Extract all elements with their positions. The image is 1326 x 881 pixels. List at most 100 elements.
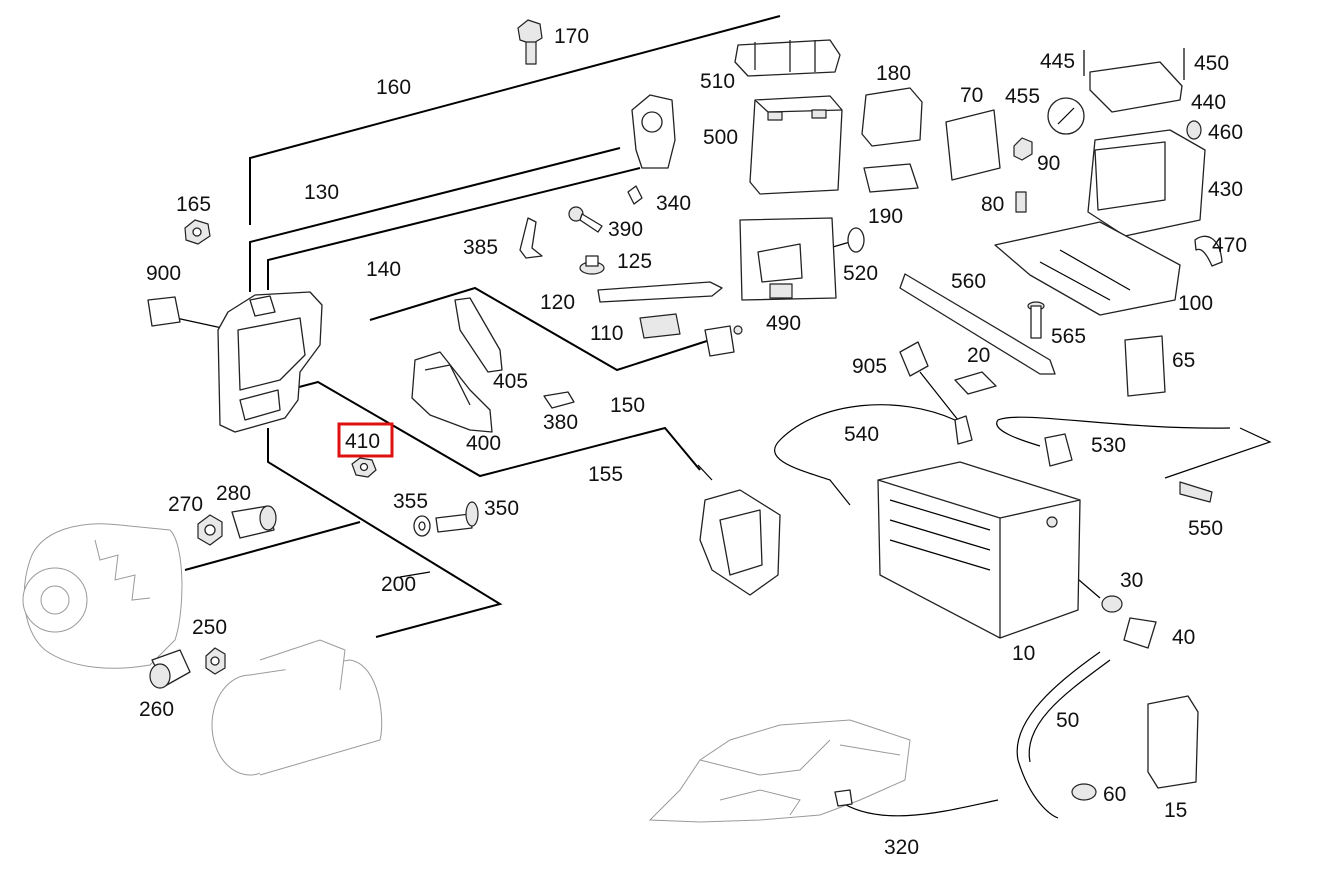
module-board <box>697 464 781 596</box>
callout-65[interactable]: 65 <box>1172 349 1195 372</box>
callout-280[interactable]: 280 <box>216 482 251 505</box>
callout-165[interactable]: 165 <box>176 193 211 216</box>
nut-165 <box>184 219 211 245</box>
leader-lines <box>175 15 1272 638</box>
callout-350[interactable]: 350 <box>484 497 519 520</box>
callout-40[interactable]: 40 <box>1172 626 1195 649</box>
callout-550[interactable]: 550 <box>1188 517 1223 540</box>
sensor-bracket <box>631 94 676 169</box>
label-905 <box>899 341 929 377</box>
stud-350 <box>435 501 479 533</box>
callout-60[interactable]: 60 <box>1103 783 1126 806</box>
callout-260[interactable]: 260 <box>139 698 174 721</box>
callout-190[interactable]: 190 <box>868 205 903 228</box>
callout-450[interactable]: 450 <box>1194 52 1229 75</box>
callout-140[interactable]: 140 <box>366 258 401 281</box>
grommet-60 <box>1071 783 1097 801</box>
callout-455[interactable]: 455 <box>1005 85 1040 108</box>
battery-500 <box>749 95 843 195</box>
callout-490[interactable]: 490 <box>766 312 801 335</box>
cap-460 <box>1186 120 1202 140</box>
clip-380 <box>543 391 575 409</box>
callout-470[interactable]: 470 <box>1212 234 1247 257</box>
bolt-550 <box>1179 481 1213 503</box>
callout-125[interactable]: 125 <box>617 250 652 273</box>
callout-170[interactable]: 170 <box>554 25 589 48</box>
rail-560 <box>899 273 1056 375</box>
callout-400[interactable]: 400 <box>466 432 501 455</box>
alternator-outline <box>22 523 183 669</box>
callout-410[interactable]: 410 <box>345 430 380 453</box>
nut-270 <box>197 514 223 546</box>
callout-540[interactable]: 540 <box>844 423 879 446</box>
callout-180[interactable]: 180 <box>876 62 911 85</box>
callout-70[interactable]: 70 <box>960 84 983 107</box>
cable-clip-405 <box>454 297 503 373</box>
battery-10 <box>877 461 1081 639</box>
callout-520[interactable]: 520 <box>843 262 878 285</box>
callout-10[interactable]: 10 <box>1012 642 1035 665</box>
callout-340[interactable]: 340 <box>656 192 691 215</box>
callout-390[interactable]: 390 <box>608 218 643 241</box>
callout-380[interactable]: 380 <box>543 411 578 434</box>
connector-340 <box>627 185 643 205</box>
callout-80[interactable]: 80 <box>981 193 1004 216</box>
cable-530 <box>996 416 1231 467</box>
sheet-65 <box>1124 335 1166 397</box>
callout-120[interactable]: 120 <box>540 291 575 314</box>
callout-50[interactable]: 50 <box>1056 709 1079 732</box>
callout-110[interactable]: 110 <box>590 322 623 345</box>
callout-500[interactable]: 500 <box>703 126 738 149</box>
callout-270[interactable]: 270 <box>168 493 203 516</box>
bolt-565 <box>1027 301 1045 339</box>
callout-385[interactable]: 385 <box>463 236 498 259</box>
callout-565[interactable]: 565 <box>1051 325 1086 348</box>
module-180 <box>861 87 923 147</box>
callout-320[interactable]: 320 <box>884 836 919 859</box>
callout-405[interactable]: 405 <box>493 370 528 393</box>
starter-motor-outline <box>211 639 383 776</box>
screw-390 <box>568 206 603 233</box>
bolt-170 <box>517 19 543 65</box>
bolt-80 <box>1015 191 1027 213</box>
callout-labels: 170 160 130 140 165 900 510 500 340 390 … <box>139 25 1247 859</box>
cable-50 <box>1016 651 1111 819</box>
callout-445[interactable]: 445 <box>1040 50 1075 73</box>
callout-355[interactable]: 355 <box>393 490 428 513</box>
callout-460[interactable]: 460 <box>1208 121 1243 144</box>
callout-100[interactable]: 100 <box>1178 292 1213 315</box>
callout-160[interactable]: 160 <box>376 76 411 99</box>
callout-155[interactable]: 155 <box>588 463 623 486</box>
bracket-490 <box>739 217 837 301</box>
callout-30[interactable]: 30 <box>1120 569 1143 592</box>
nut-410 <box>351 457 377 478</box>
callout-530[interactable]: 530 <box>1091 434 1126 457</box>
callout-430[interactable]: 430 <box>1208 178 1243 201</box>
callout-20[interactable]: 20 <box>967 344 990 367</box>
disc-520 <box>847 227 865 253</box>
cable-540 <box>774 404 973 506</box>
callout-440[interactable]: 440 <box>1191 91 1226 114</box>
cover-15 <box>1147 695 1199 789</box>
callout-15[interactable]: 15 <box>1164 799 1187 822</box>
callout-510[interactable]: 510 <box>700 70 735 93</box>
relay-150 <box>704 325 743 357</box>
tray-100 <box>994 221 1181 316</box>
engine-block-outline <box>648 719 911 823</box>
wrench-icon-455 <box>1047 97 1085 135</box>
callout-200[interactable]: 200 <box>381 573 416 596</box>
callout-130[interactable]: 130 <box>304 181 339 204</box>
callout-560[interactable]: 560 <box>951 270 986 293</box>
hose-470 <box>1194 235 1223 267</box>
washer-355 <box>413 515 431 537</box>
battery-module-430 <box>1087 129 1206 237</box>
callout-90[interactable]: 90 <box>1037 152 1060 175</box>
callout-900[interactable]: 900 <box>146 262 181 285</box>
callout-250[interactable]: 250 <box>192 616 227 639</box>
bracket-400 <box>411 351 493 433</box>
callout-905[interactable]: 905 <box>852 355 887 378</box>
cover-510 <box>734 39 841 77</box>
callout-150[interactable]: 150 <box>610 394 645 417</box>
module-190 <box>863 163 919 193</box>
